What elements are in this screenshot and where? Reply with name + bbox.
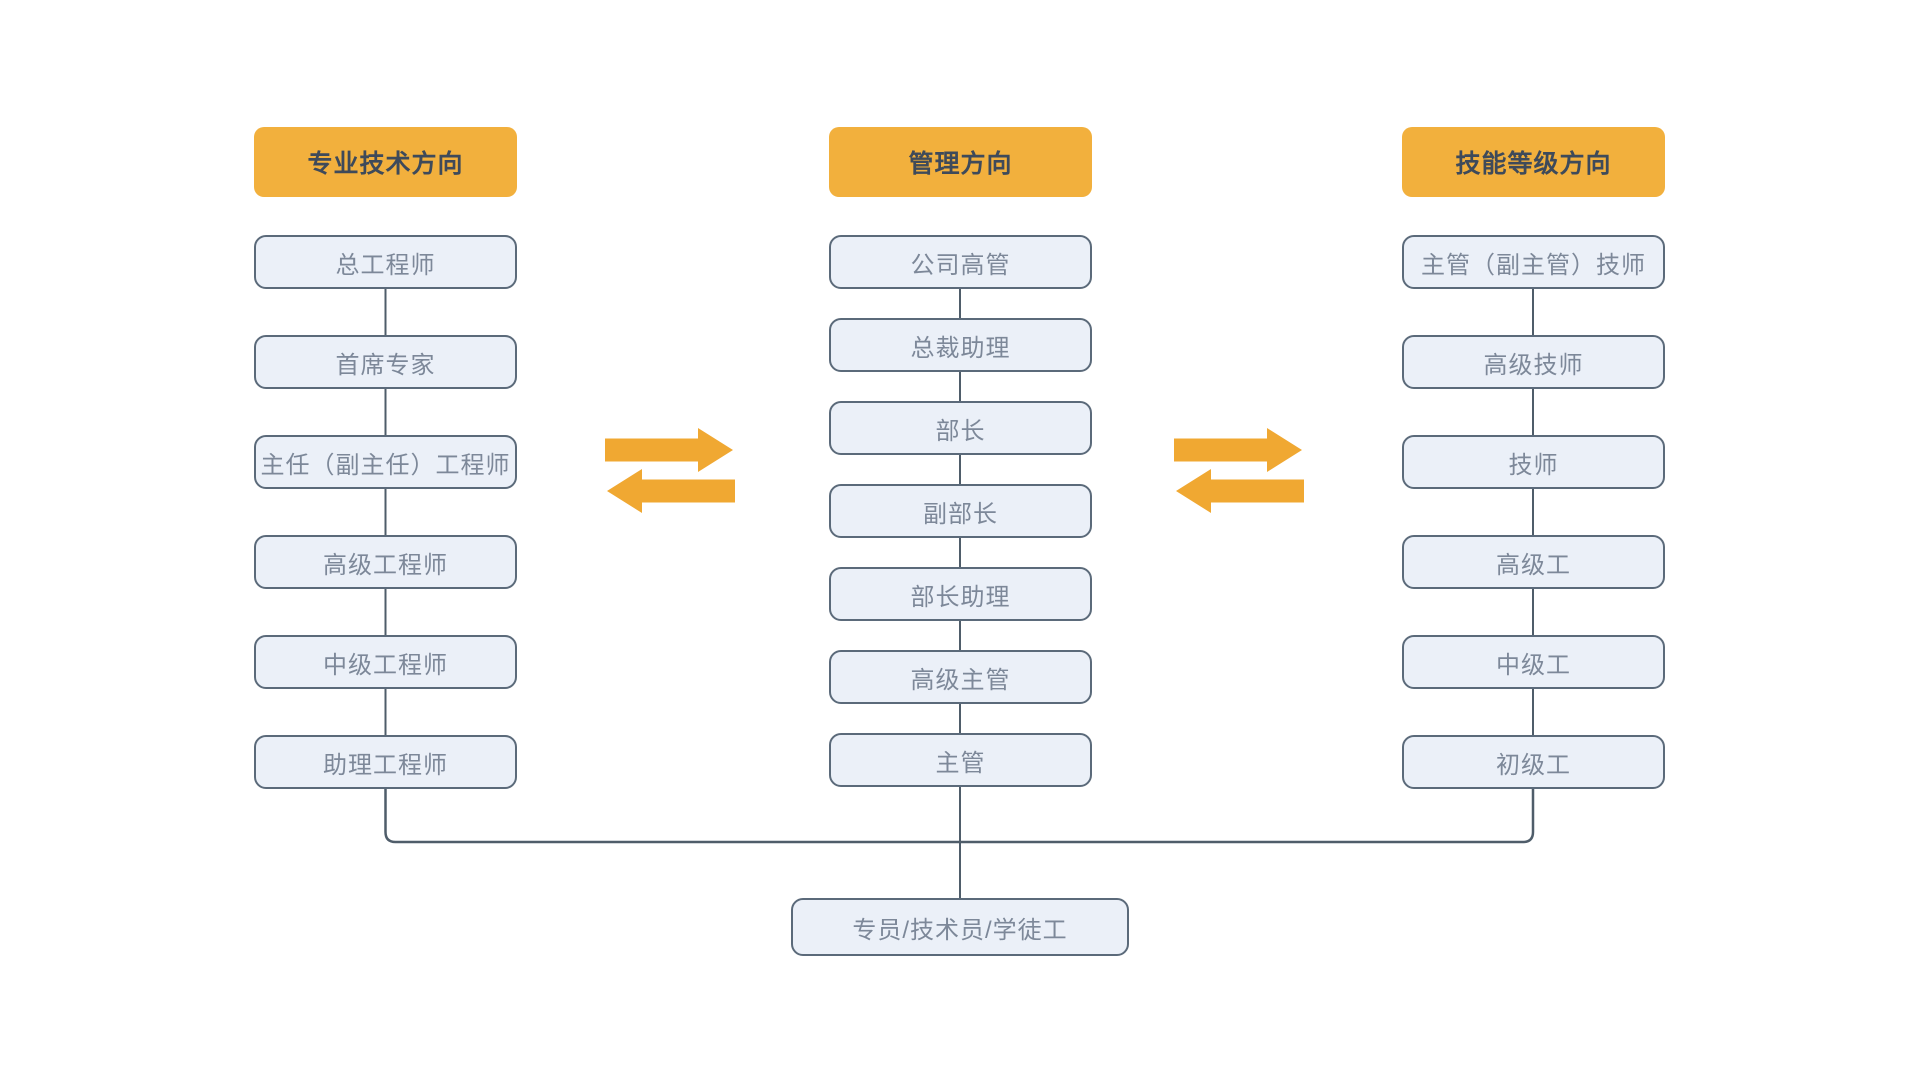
- tech-node-5: 助理工程师: [254, 735, 517, 789]
- swap-right-arrow-icon: [1174, 428, 1302, 472]
- management-node-0: 公司高管: [829, 235, 1092, 289]
- management-node-6: 主管: [829, 733, 1092, 787]
- column-header-tech: 专业技术方向: [254, 127, 517, 197]
- management-node-4: 部长助理: [829, 567, 1092, 621]
- skill-node-1: 高级技师: [1402, 335, 1665, 389]
- swap-left-arrow-icon: [1176, 469, 1304, 513]
- column-header-management: 管理方向: [829, 127, 1092, 197]
- base-connector-path: [384, 789, 1535, 844]
- management-node-1: 总裁助理: [829, 318, 1092, 372]
- swap-left-arrow-icon: [607, 469, 735, 513]
- management-node-3: 副部长: [829, 484, 1092, 538]
- skill-node-5: 初级工: [1402, 735, 1665, 789]
- management-node-2: 部长: [829, 401, 1092, 455]
- swap-right-arrow-icon: [605, 428, 733, 472]
- tech-node-4: 中级工程师: [254, 635, 517, 689]
- tech-node-3: 高级工程师: [254, 535, 517, 589]
- skill-node-0: 主管（副主管）技师: [1402, 235, 1665, 289]
- skill-node-4: 中级工: [1402, 635, 1665, 689]
- tech-node-2: 主任（副主任）工程师: [254, 435, 517, 489]
- column-header-skill: 技能等级方向: [1402, 127, 1665, 197]
- skill-node-2: 技师: [1402, 435, 1665, 489]
- tech-node-0: 总工程师: [254, 235, 517, 289]
- tech-node-1: 首席专家: [254, 335, 517, 389]
- management-node-5: 高级主管: [829, 650, 1092, 704]
- base-node: 专员/技术员/学徒工: [791, 898, 1129, 956]
- skill-node-3: 高级工: [1402, 535, 1665, 589]
